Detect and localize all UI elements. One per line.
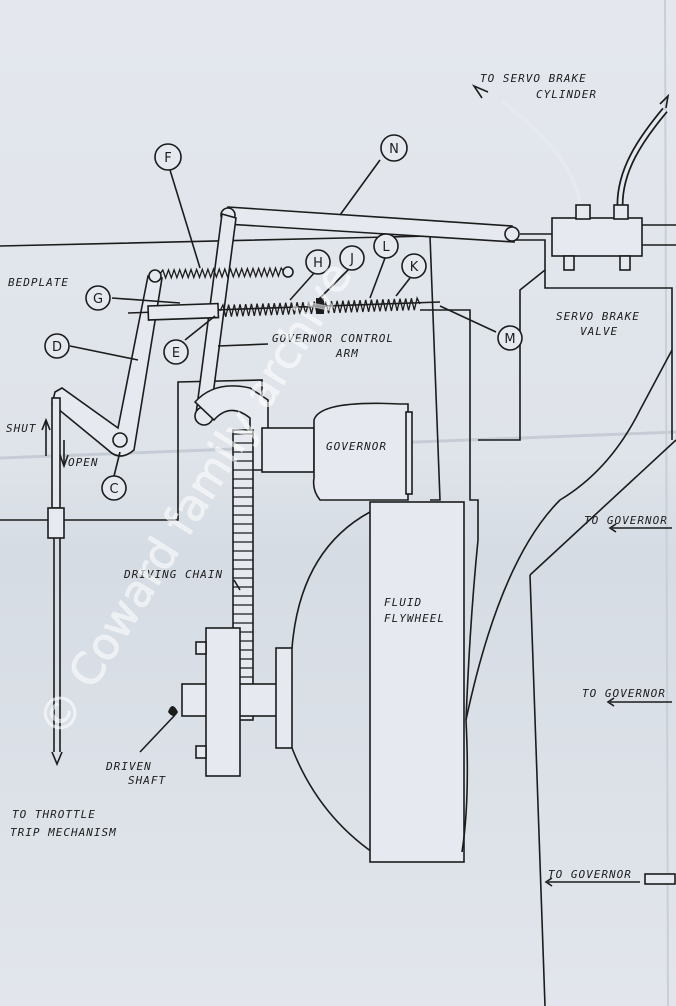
callout-circle-f	[154, 143, 182, 171]
label-fluid: FLUID	[384, 596, 422, 609]
bell-crank-d	[51, 269, 163, 457]
callout-g: G	[93, 292, 103, 307]
callout-circle-m	[497, 325, 523, 351]
callout-circle-e	[163, 339, 189, 365]
leader-lines	[69, 159, 676, 887]
label-arm: ARM	[335, 347, 359, 360]
callout-l: L	[382, 240, 390, 255]
governor-housing	[193, 385, 413, 501]
label-flywheel: FLYWHEEL	[384, 612, 445, 625]
callout-d: D	[52, 340, 62, 355]
callout-circle-c	[101, 475, 127, 501]
label-trip-mechanism: TRIP MECHANISM	[10, 826, 117, 839]
callout-circle-l	[373, 233, 399, 259]
spring-f	[159, 266, 294, 280]
label-servo-brake: SERVO BRAKE	[556, 310, 640, 323]
label-to-governor-3: TO GOVERNOR	[548, 868, 632, 881]
callout-e: E	[172, 346, 180, 361]
bedplate-outline	[0, 235, 546, 540]
servo-brake-valve	[544, 204, 676, 440]
watermark: © Coward family archive	[28, 253, 362, 746]
callout-c: C	[109, 482, 118, 497]
callout-circle-n	[380, 134, 408, 162]
label-shaft: SHAFT	[128, 774, 166, 787]
label-governor-control: GOVERNOR CONTROL	[272, 332, 394, 345]
callout-f: F	[164, 151, 171, 166]
control-rod-assembly	[127, 296, 441, 321]
fold-crease	[664, 0, 669, 1006]
label-driven: DRIVEN	[105, 760, 152, 773]
callouts: F N H J L K G D E M C	[44, 134, 523, 501]
callout-h: H	[313, 256, 323, 271]
label-to-throttle: TO THROTTLE	[12, 808, 96, 821]
callout-circle-d	[44, 333, 70, 359]
callout-circle-g	[85, 285, 111, 311]
engine-casing	[461, 349, 676, 1006]
callout-circle-k	[401, 253, 427, 279]
callout-circle-j	[339, 245, 365, 271]
label-valve: VALVE	[580, 325, 618, 338]
servo-brake-pipes	[471, 84, 670, 206]
label-governor: GOVERNOR	[326, 440, 387, 453]
label-to-governor-1: TO GOVERNOR	[584, 514, 668, 527]
throttle-rod	[41, 397, 69, 767]
callout-k: K	[410, 260, 419, 275]
text-labels: TO SERVO BRAKE CYLINDER BEDPLATE GOVERNO…	[6, 72, 668, 881]
label-driving-chain: DRIVING CHAIN	[123, 568, 223, 581]
callout-circle-h	[305, 249, 331, 275]
label-shut: SHUT	[6, 422, 37, 435]
label-to-servo-brake: TO SERVO BRAKE	[480, 72, 587, 85]
callout-m: M	[504, 332, 515, 347]
label-to-governor-2: TO GOVERNOR	[582, 687, 666, 700]
callout-n: N	[389, 142, 399, 157]
fluid-flywheel	[291, 501, 465, 863]
callout-j: J	[349, 252, 354, 267]
label-cylinder: CYLINDER	[536, 88, 597, 101]
driven-shaft	[168, 627, 293, 777]
label-open: OPEN	[68, 456, 99, 469]
label-bedplate: BEDPLATE	[8, 276, 69, 289]
